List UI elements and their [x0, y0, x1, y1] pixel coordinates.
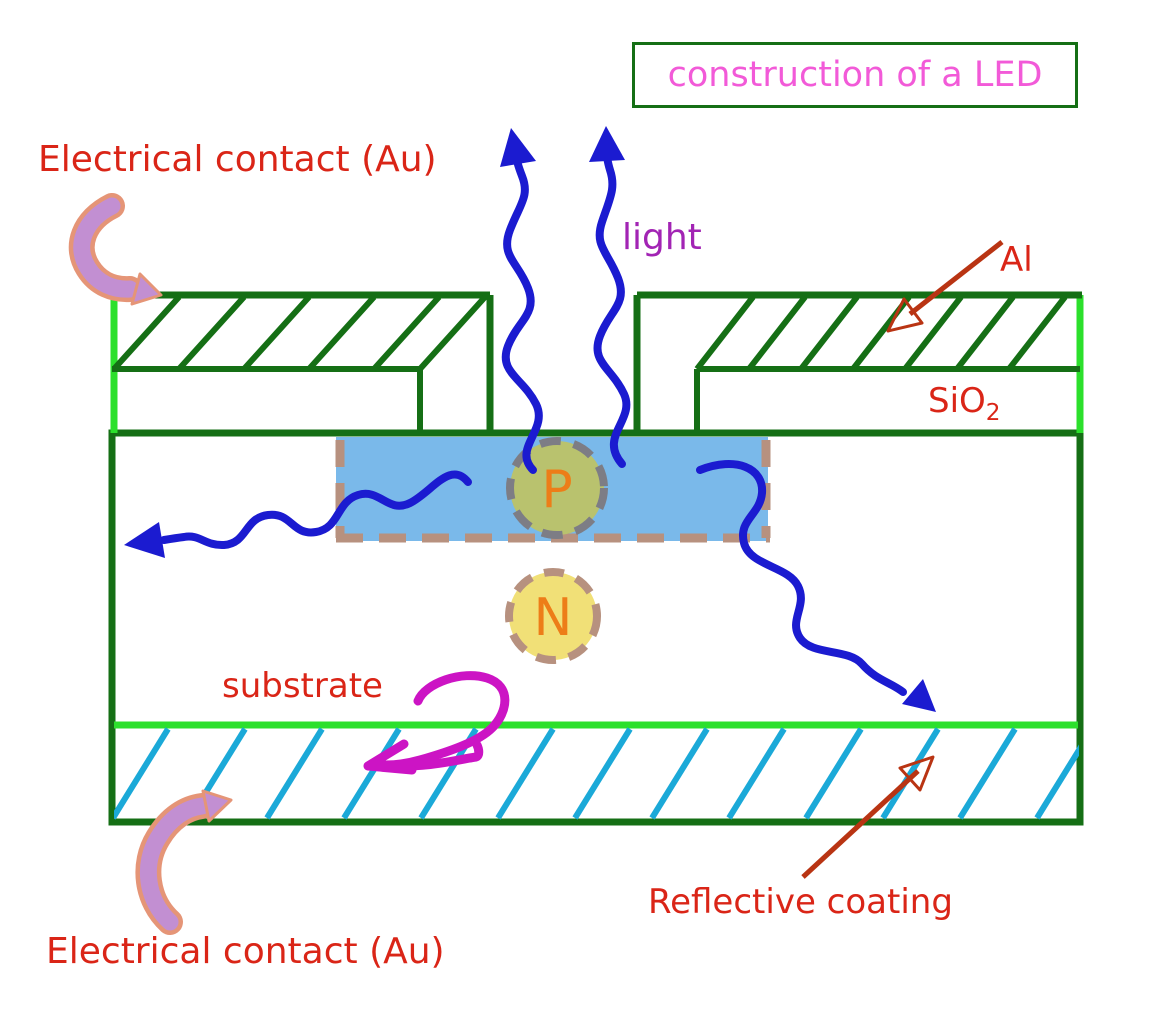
label-substrate: substrate: [222, 666, 383, 706]
semiconductor-body: [108, 429, 1084, 826]
label-sio2-base: SiO: [928, 381, 986, 421]
light-arrow-up-right: [589, 126, 631, 468]
substrate-scribble: [363, 671, 510, 775]
label-al: Al: [1000, 240, 1033, 280]
label-light: light: [622, 217, 702, 258]
reflective-coating-hatch: [114, 727, 1079, 820]
n-circle: [505, 568, 601, 664]
light-arrow-down-right: [696, 460, 936, 712]
curved-arrow-bottom-icon: [135, 789, 233, 935]
contact-right-hatch: [694, 295, 1068, 371]
al-contact-right: [633, 291, 1084, 433]
title-text: construction of a LED: [667, 55, 1043, 95]
contact-left-hatch: [111, 294, 488, 372]
reflective-pointer-arrow: [801, 755, 935, 879]
title-box: construction of a LED: [632, 42, 1078, 108]
al-pointer-arrow: [886, 240, 1004, 333]
p-label: P: [541, 460, 572, 520]
light-arrow-up-left: [500, 128, 543, 474]
al-contact-left: [110, 291, 494, 433]
label-sio2: SiO2: [928, 381, 1001, 426]
label-sio2-subscript: 2: [985, 399, 1001, 426]
label-electrical-contact-bottom: Electrical contact (Au): [46, 931, 445, 972]
label-reflective-coating: Reflective coating: [648, 882, 953, 922]
label-electrical-contact-top: Electrical contact (Au): [38, 139, 437, 180]
n-label: N: [534, 588, 573, 648]
curved-arrow-top-icon: [68, 193, 163, 306]
light-arrow-left: [124, 470, 472, 558]
